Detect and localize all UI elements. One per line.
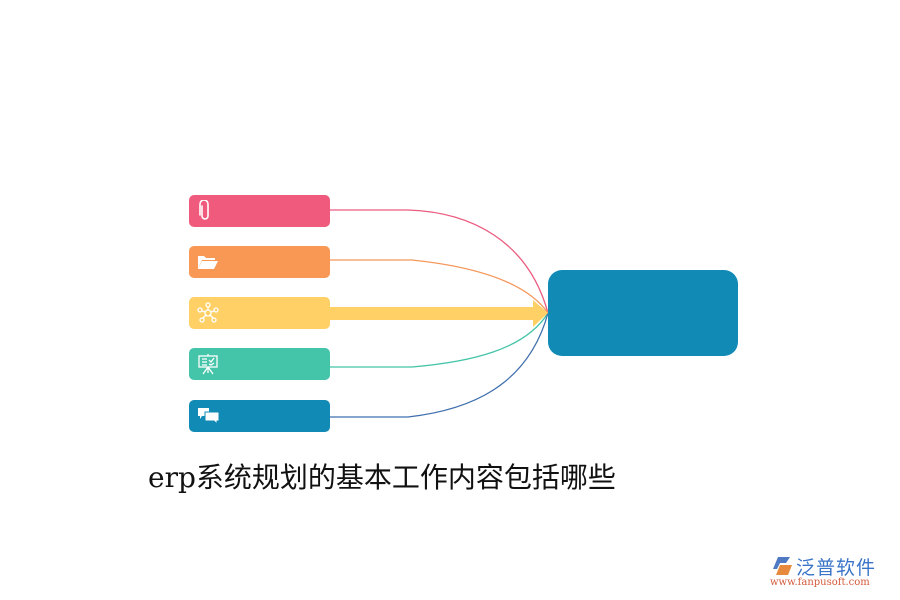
chat-bubbles-icon — [197, 407, 221, 425]
fanpu-logo-icon — [772, 556, 794, 580]
presentation-board-icon — [197, 353, 219, 375]
branch-node-1[interactable] — [189, 195, 330, 227]
paperclip-icon — [197, 200, 213, 222]
branch-node-5[interactable] — [189, 400, 330, 432]
branch-node-3[interactable] — [189, 297, 330, 329]
center-node[interactable] — [548, 270, 738, 356]
connector-branch-4 — [330, 312, 549, 368]
branch-node-2[interactable] — [189, 246, 330, 278]
folder-open-icon — [197, 254, 219, 270]
connector-branch-5 — [330, 312, 549, 418]
diagram-title: erp系统规划的基本工作内容包括哪些 — [148, 461, 616, 494]
watermark-brand: 泛普软件 — [796, 557, 877, 579]
connector-branch-1 — [330, 209, 549, 314]
network-icon — [197, 302, 219, 324]
watermark-url: www.fanpusoft.com — [770, 577, 870, 588]
branch-node-4[interactable] — [189, 348, 330, 380]
emphasis-arrow — [328, 300, 548, 327]
connector-branch-2 — [330, 259, 549, 314]
watermark-logo: 泛普软件 www.fanpusoft.com — [770, 553, 895, 593]
